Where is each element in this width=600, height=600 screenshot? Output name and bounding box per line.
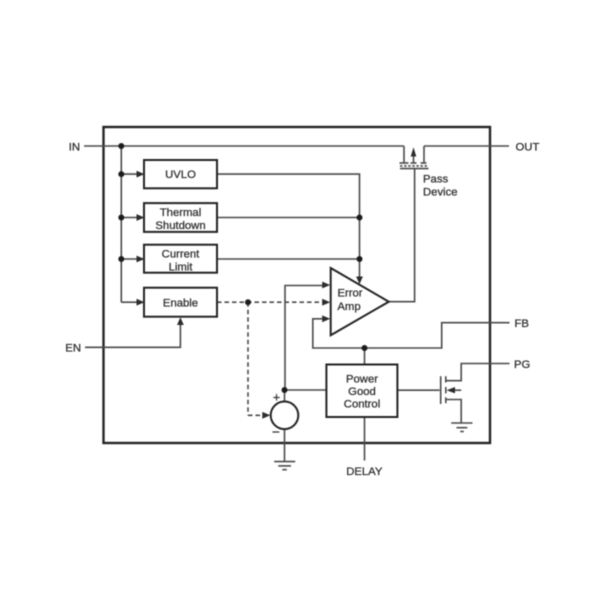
svg-text:OUT: OUT <box>516 141 540 153</box>
svg-text:−: − <box>272 425 280 440</box>
svg-text:Error: Error <box>337 288 362 300</box>
svg-text:IN: IN <box>69 141 80 153</box>
svg-text:Power: Power <box>346 374 378 386</box>
svg-text:Current: Current <box>162 249 201 261</box>
svg-text:Enable: Enable <box>163 297 198 309</box>
svg-text:PG: PG <box>514 359 530 371</box>
svg-text:Pass: Pass <box>423 173 448 185</box>
svg-text:DELAY: DELAY <box>346 466 383 478</box>
svg-text:Shutdown: Shutdown <box>155 220 205 232</box>
svg-text:FB: FB <box>515 318 529 330</box>
svg-text:+: + <box>273 391 280 405</box>
svg-text:Control: Control <box>344 399 380 411</box>
svg-text:Good: Good <box>348 386 376 398</box>
svg-text:Limit: Limit <box>169 262 194 274</box>
svg-text:Thermal: Thermal <box>160 207 201 219</box>
svg-text:Amp: Amp <box>337 301 360 313</box>
svg-text:Device: Device <box>423 186 458 198</box>
svg-text:UVLO: UVLO <box>165 169 196 181</box>
svg-text:EN: EN <box>65 343 81 355</box>
